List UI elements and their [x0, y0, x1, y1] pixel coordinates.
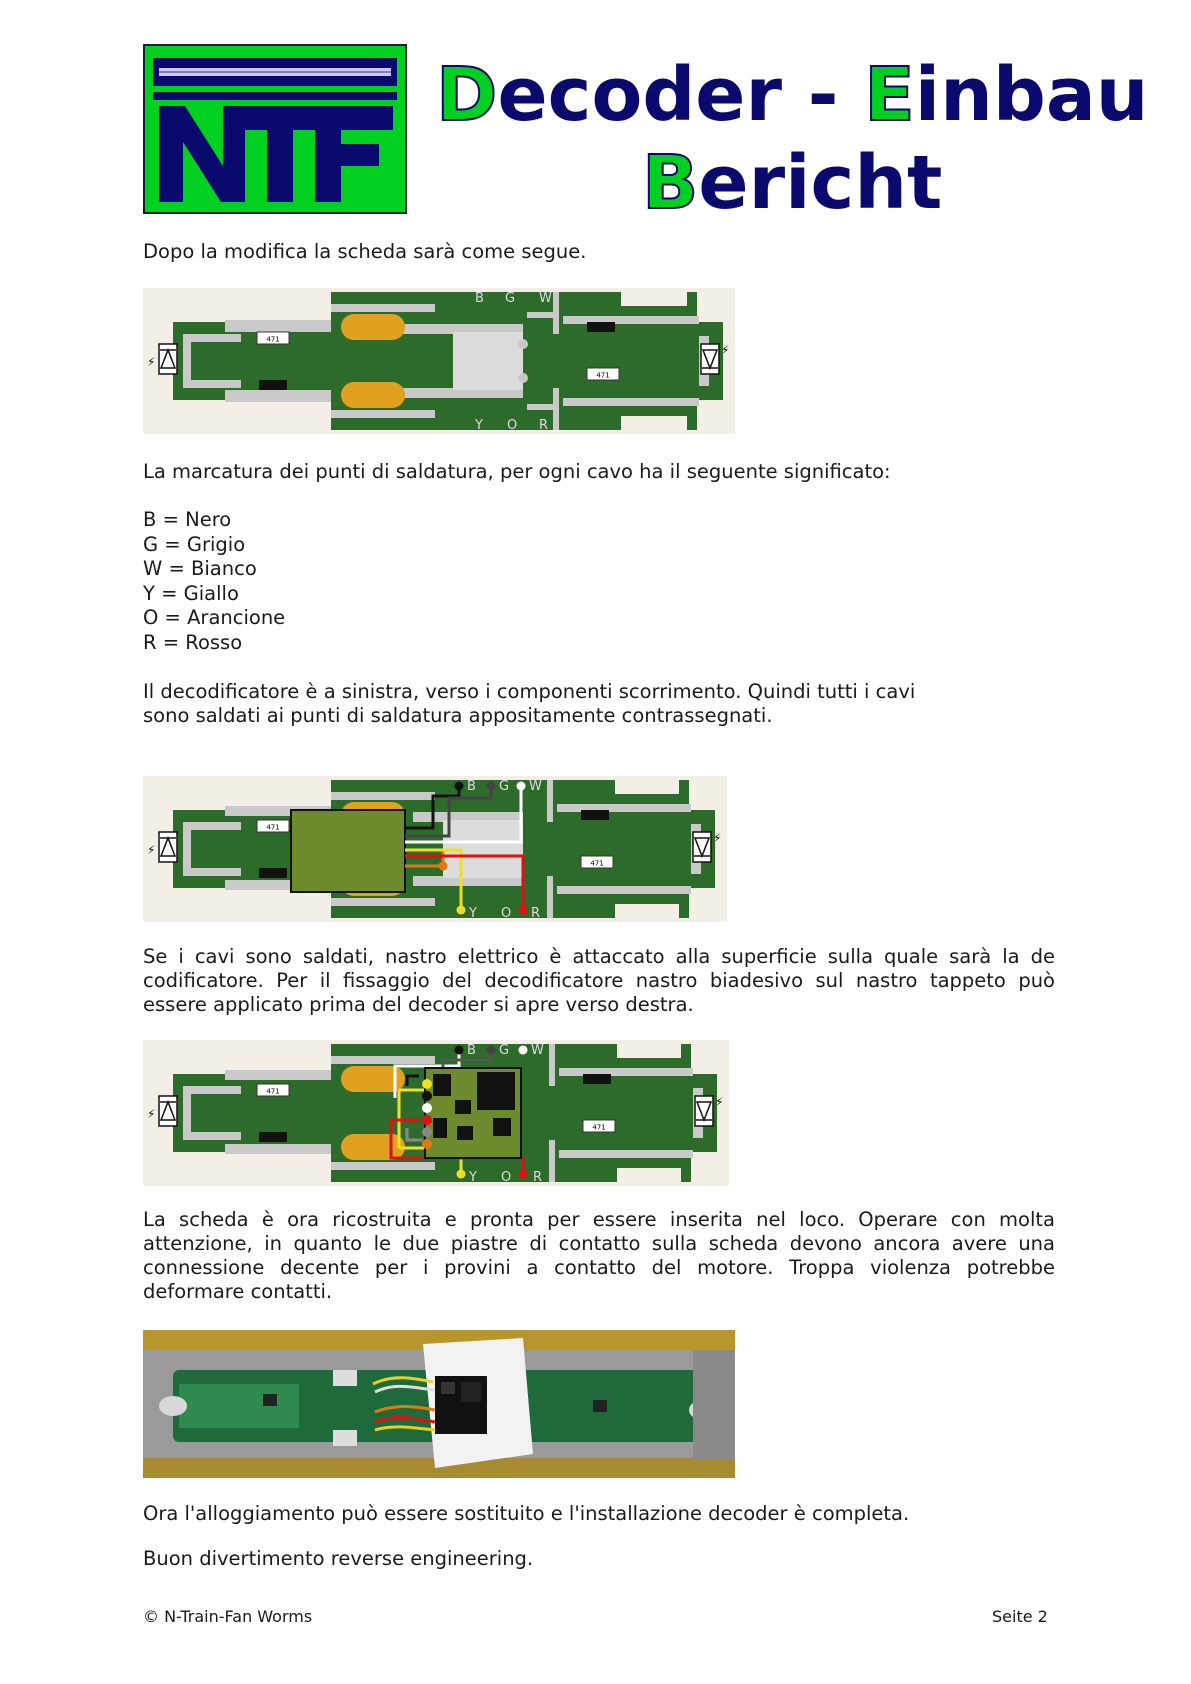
footer-page-number: Seite 2 — [992, 1607, 1048, 1626]
legend-item: G = Grigio — [143, 532, 246, 556]
svg-text:Y: Y — [474, 418, 483, 433]
title-line-2: Bericht — [641, 140, 943, 226]
svg-text:O: O — [501, 1170, 511, 1185]
svg-text:Y: Y — [468, 1170, 477, 1185]
svg-text:471: 471 — [590, 860, 603, 868]
legend-item: O = Arancione — [143, 606, 286, 630]
svg-text:W: W — [531, 1043, 544, 1058]
svg-text:G: G — [499, 1043, 509, 1058]
installed-decoder-photo — [143, 1330, 735, 1478]
footer-copyright: © N-Train-Fan Worms — [143, 1607, 313, 1626]
color-legend: B = Nero G = Grigio W = Bianco Y = Giall… — [143, 508, 285, 656]
marking-text: La marcatura dei punti di saldatura, per… — [143, 460, 891, 483]
svg-text:O: O — [501, 906, 511, 921]
svg-text:471: 471 — [266, 824, 279, 832]
legend-item: R = Rosso — [143, 630, 243, 654]
tape-text: Se i cavi sono saldati, nastro elettrico… — [143, 945, 1055, 1016]
ntf-logo — [143, 44, 407, 214]
svg-text:⚡: ⚡ — [715, 1095, 723, 1109]
svg-text:R: R — [533, 1170, 542, 1185]
closing-text: Buon divertimento reverse engineering. — [143, 1547, 534, 1570]
decoder-position-text: Il decodificatore è a sinistra, verso i … — [143, 680, 916, 727]
svg-text:471: 471 — [266, 336, 279, 344]
svg-text:⚡: ⚡ — [713, 831, 721, 845]
svg-text:⚡: ⚡ — [147, 1107, 155, 1121]
board-diagram-empty: 471 471 ⚡ ⚡ B G W Y O R — [143, 288, 735, 434]
board-diagram-decoder-left: 471 471 ⚡ ⚡ B G W Y O R — [143, 776, 727, 922]
board-diagram-decoder-right: 471 471 ⚡ ⚡ — [143, 1040, 729, 1186]
svg-text:471: 471 — [266, 1088, 279, 1096]
svg-text:⚡: ⚡ — [147, 843, 155, 857]
title-line-1: Decoder - Einbau — [435, 52, 1149, 138]
svg-text:B: B — [467, 1043, 476, 1058]
svg-text:O: O — [507, 418, 517, 433]
ntf-logo-graphic — [153, 58, 397, 202]
svg-text:B: B — [467, 779, 476, 794]
svg-text:G: G — [499, 779, 509, 794]
intro-text: Dopo la modifica la scheda sarà come seg… — [143, 240, 587, 263]
svg-text:W: W — [529, 779, 542, 794]
svg-text:Y: Y — [468, 906, 477, 921]
svg-text:G: G — [505, 291, 515, 306]
svg-text:R: R — [539, 418, 548, 433]
housing-text: Ora l'alloggiamento può essere sostituit… — [143, 1502, 910, 1525]
svg-text:W: W — [539, 291, 552, 306]
svg-text:R: R — [531, 906, 540, 921]
legend-item: Y = Giallo — [143, 581, 239, 605]
legend-item: W = Bianco — [143, 557, 257, 581]
svg-text:471: 471 — [596, 372, 609, 380]
rebuilt-text: La scheda è ora ricostruita e pronta per… — [143, 1208, 1055, 1303]
legend-item: B = Nero — [143, 508, 232, 531]
svg-text:471: 471 — [592, 1124, 605, 1132]
svg-text:⚡: ⚡ — [147, 355, 155, 369]
svg-text:B: B — [475, 291, 484, 306]
svg-text:⚡: ⚡ — [721, 343, 729, 357]
